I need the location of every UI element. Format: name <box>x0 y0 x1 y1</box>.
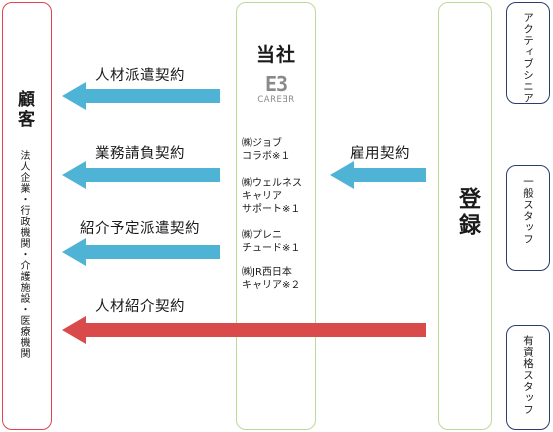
client-title: 顧客 <box>14 90 34 130</box>
staff-box-qualified <box>506 325 550 430</box>
label-placement-contract: 人材紹介契約 <box>95 299 185 315</box>
career-logo: E3 CAREƎR <box>254 72 298 106</box>
logo-mark: E3 <box>264 72 288 96</box>
arrow-placement <box>62 316 426 344</box>
label-dispatch-contract: 人材派遣契約 <box>95 68 185 84</box>
client-box <box>2 2 52 430</box>
group-line: キャリア <box>242 191 282 202</box>
group-company-2: ㈱ウェルネス キャリア サポート※１ <box>242 177 302 216</box>
staff-box-active-senior <box>506 2 550 104</box>
arrow-outsourcing <box>62 161 220 189</box>
group-line: ㈱ジョブ <box>242 138 282 149</box>
group-line: ㈱プレニ <box>242 230 282 241</box>
group-company-4: ㈱JR西日本 キャリア※２ <box>242 266 300 292</box>
group-line: キャリア※２ <box>242 280 301 291</box>
company-box <box>236 2 316 430</box>
group-line: サポート※１ <box>242 204 301 215</box>
staff-label-active-senior: アクティブシニア <box>522 12 534 104</box>
group-line: ㈱ウェルネス <box>242 178 302 189</box>
arrow-temp-to-perm <box>62 238 220 266</box>
group-company-3: ㈱プレニ チュード※１ <box>242 229 300 255</box>
register-box <box>438 2 492 430</box>
group-line: チュード※１ <box>242 243 301 254</box>
staff-label-general: 一般スタッフ <box>522 176 534 245</box>
register-title: 登録 <box>455 187 480 239</box>
logo-text: CAREƎR <box>257 95 295 105</box>
arrow-dispatch <box>62 82 220 110</box>
staff-label-qualified: 有資格スタッフ <box>522 335 534 416</box>
group-line: ㈱JR西日本 <box>242 267 292 278</box>
label-employment-contract: 雇用契約 <box>350 146 410 162</box>
arrow-employment <box>330 161 426 189</box>
label-outsourcing-contract: 業務請負契約 <box>95 146 185 162</box>
company-title: 当社 <box>255 44 296 66</box>
staff-box-general <box>506 165 550 271</box>
group-company-1: ㈱ジョブ コラボ※１ <box>242 137 290 163</box>
label-temp-to-perm-contract: 紹介予定派遣契約 <box>80 221 200 237</box>
client-subtitle: 法人企業・行政機関・介護施設・医療機関 <box>18 150 29 359</box>
group-line: コラボ※１ <box>242 151 291 162</box>
